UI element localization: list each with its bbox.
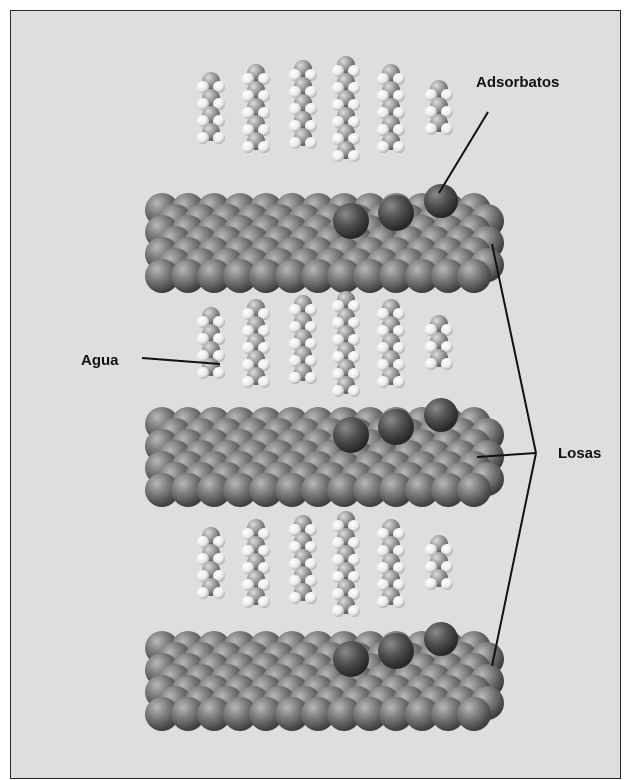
adsorbates-label: Adsorbatos (476, 74, 559, 91)
water-bottom-col-6-hydrogen (441, 578, 453, 590)
water-bottom-col-6-hydrogen (425, 578, 437, 590)
slabs-pointer-line-top (492, 244, 536, 453)
water-middle-col-6-hydrogen (441, 358, 453, 370)
water-middle-col-4-hydrogen (348, 385, 360, 397)
water-middle-col-2-hydrogen (258, 376, 270, 388)
water-top-col-2-hydrogen (242, 141, 254, 153)
water-bottom-col-4-hydrogen (348, 605, 360, 617)
water-middle-col-6-hydrogen (425, 358, 437, 370)
water-top-col-3-hydrogen (289, 137, 301, 149)
water-top-col-4-hydrogen (332, 150, 344, 162)
slab-middle-adsorbate (378, 409, 414, 445)
water-top-col-6-hydrogen (441, 123, 453, 135)
water-middle-col-5-hydrogen (393, 376, 405, 388)
water-top-col-3-hydrogen (305, 137, 317, 149)
slabs-label: Losas (558, 445, 601, 462)
slab-top-adsorbate (378, 195, 414, 231)
slab-bottom-adsorbate (378, 633, 414, 669)
water-label: Agua (81, 352, 119, 369)
water-bottom-col-2-hydrogen (258, 596, 270, 608)
water-middle-col-1-hydrogen (213, 367, 225, 379)
water-middle-col-3-hydrogen (305, 372, 317, 384)
water-bottom-col-1-hydrogen (213, 587, 225, 599)
water-bottom-col-3-hydrogen (289, 592, 301, 604)
water-bottom-col-5-hydrogen (377, 596, 389, 608)
slab-bottom-adsorbate (424, 622, 458, 656)
slab-bottom-adsorbate (333, 641, 369, 677)
water-top-col-2-hydrogen (258, 141, 270, 153)
slab-middle-adsorbate (424, 398, 458, 432)
water-top-col-1-hydrogen (197, 132, 209, 144)
figure-frame: Adsorbatos Agua Losas (10, 10, 621, 779)
water-middle-col-4-hydrogen (332, 385, 344, 397)
water-bottom-col-1-hydrogen (197, 587, 209, 599)
water-top-col-1-hydrogen (213, 132, 225, 144)
slab-middle-adsorbate (333, 417, 369, 453)
slab-top-atom (457, 259, 491, 293)
water-middle-col-1-hydrogen (197, 367, 209, 379)
water-bottom-col-2-hydrogen (242, 596, 254, 608)
water-top-col-5-hydrogen (377, 141, 389, 153)
slab-bottom-atom (457, 697, 491, 731)
slab-top-adsorbate (333, 203, 369, 239)
water-top-col-4-hydrogen (348, 150, 360, 162)
molecular-structure-diagram (11, 11, 622, 780)
water-top-col-6-hydrogen (425, 123, 437, 135)
water-middle-col-2-hydrogen (242, 376, 254, 388)
water-middle-col-5-hydrogen (377, 376, 389, 388)
water-bottom-col-4-hydrogen (332, 605, 344, 617)
water-middle-col-3-hydrogen (289, 372, 301, 384)
water-bottom-col-5-hydrogen (393, 596, 405, 608)
water-top-col-5-hydrogen (393, 141, 405, 153)
slab-middle-atom (457, 473, 491, 507)
water-bottom-col-3-hydrogen (305, 592, 317, 604)
